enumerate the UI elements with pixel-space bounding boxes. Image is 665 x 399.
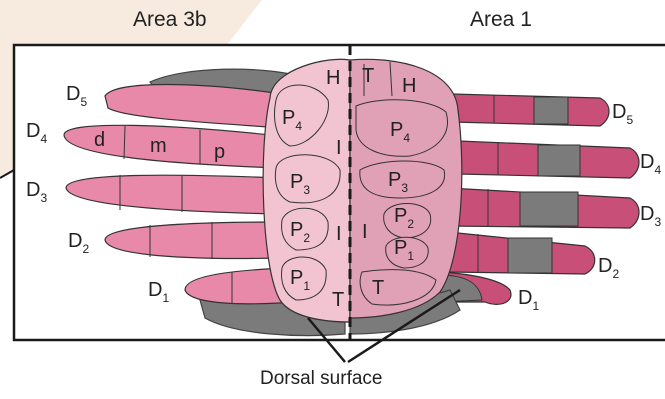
middle-phalanx-label: m	[150, 135, 167, 157]
area-1-header: Area 1	[470, 8, 532, 32]
left-hypothenar-label: H	[326, 67, 340, 89]
right-thenar-top-label: T	[362, 65, 374, 87]
right-hypothenar-label: H	[402, 75, 416, 97]
area-3b-header: Area 3b	[133, 8, 207, 32]
left-thenar-label: T	[332, 289, 344, 311]
left-insular-label-lower: I	[336, 223, 342, 245]
right-insular-label: I	[362, 221, 368, 243]
dorsal-surface-caption: Dorsal surface	[260, 368, 383, 389]
proximal-phalanx-label: p	[214, 141, 225, 163]
right-thenar-label: T	[372, 277, 384, 299]
right-d5-digit	[452, 94, 609, 126]
left-insular-label-upper: I	[336, 137, 342, 159]
distal-phalanx-label: d	[94, 129, 105, 151]
